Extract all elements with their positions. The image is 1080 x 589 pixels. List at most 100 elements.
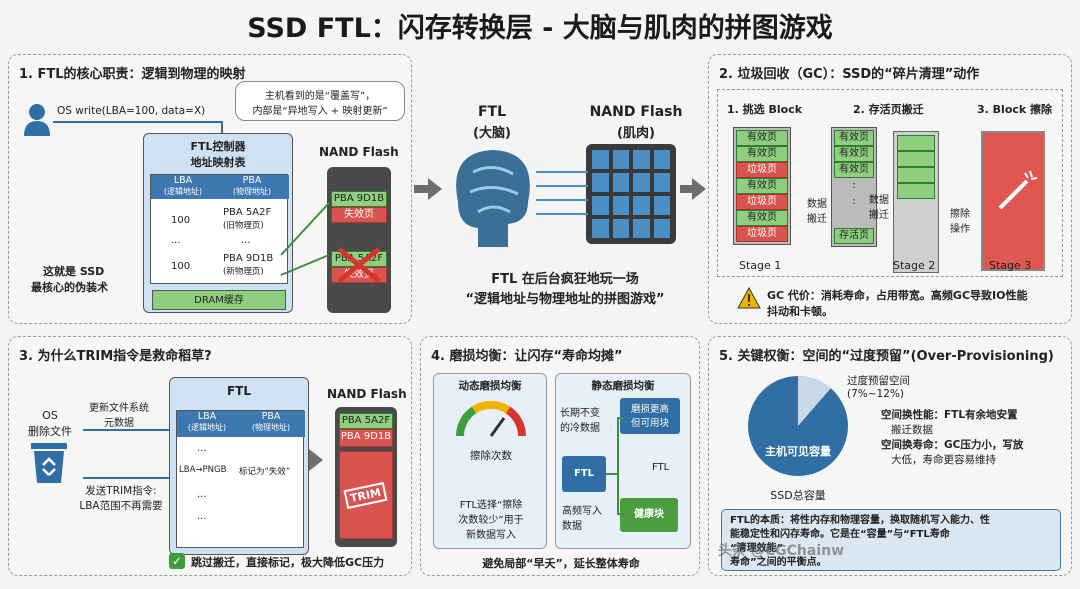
panel-op-heading: 5. 关键权衡：空间的“过度预留”(Over-Provisioning) [719,349,1054,364]
bubble-line-2: 内部是“异地写入 + 映射更新” [252,106,388,117]
watermark: 头条 @CGChainw [718,543,845,559]
trim-nand-label: NAND Flash [327,387,407,401]
gc-step-2: 2. 存活页搬迁 [853,103,924,116]
gc-step-1: 1. 挑选 Block [727,103,803,116]
row-dots-2: ... [241,235,251,246]
bullet-1: 空间换性能：FTL有余地安置搬迁数据 [881,409,1018,436]
dram-cache: DRAM缓存 [152,290,286,310]
dynamic-wear-box: 动态磨损均衡 擦除次数 FTL选择“擦除次数较少”用于新数据写入 [433,373,547,549]
trim-cmd-label: 发送TRIM指令:LBA范围不再需要 [79,485,163,512]
gc-page-3: 垃圾页 [736,162,788,178]
pba-header: PBA(物理地址) [215,175,289,199]
ftl-arrow-label: FTL [652,462,670,473]
trim-ftl-label: FTL [226,384,252,398]
ftl-controller-label: FTL控制器 [190,140,246,153]
wear-flow-arrows [606,417,624,515]
gc-cost-text-2: 抖动和卡顿。 [767,305,833,318]
arrow-right-2 [692,178,706,200]
host-capacity-label: 主机可见容量 [765,445,831,458]
trim-stamp: TRIM [339,451,393,539]
panel-gc: 2. 垃圾回收（GC）：SSD的“碎片清理”动作 1. 挑选 Block 2. … [708,54,1072,324]
panel-mapping-heading: 1. FTL的核心职责：逻辑到物理的映射 [19,67,246,82]
mid-nand-label: NAND Flash [589,104,683,120]
note-line-2: 最核心的伪装术 [31,281,108,294]
capacity-pie [748,375,848,476]
lba-header: LBA(逻辑地址) [151,175,215,199]
erase-count-label: 擦除次数 [470,450,512,462]
ssd-total-label: SSD总容量 [770,489,826,502]
panel-op: 5. 关键权衡：空间的“过度预留”(Over-Provisioning) 主机可… [708,336,1072,576]
note-line-1: 这就是 SSD [43,265,105,278]
gc-new-block [893,131,939,273]
gc-erase-label: 擦除 操作 [950,209,970,235]
warning-icon [737,286,761,313]
gc-move-label-2: 数据 搬迁 [869,195,889,221]
op-label: 过度预留空间(7%~12%) [847,375,910,400]
trim-ftl-box: FTL LBA(逻辑地址) PBA(物理地址) ... LBA→PNGB 标记为… [169,377,309,555]
ftl-box: FTL [562,456,606,492]
row1-pba: PBA 5A2F [223,207,272,218]
check-icon: ✓ [169,553,185,569]
nand-page-2: 失效页 [331,207,387,223]
row2-lba: 100 [171,261,191,272]
gc-page-6: 有效页 [736,210,788,226]
nand-label: NAND Flash [319,145,399,159]
arrow-bar-1 [414,185,430,193]
panel-mapping: 1. FTL的核心职责：逻辑到物理的映射 OS write(LBA=100, d… [8,54,412,324]
trim-table: LBA(逻辑地址) PBA(物理地址) ... LBA→PNGB 标记为“失效”… [176,410,305,548]
nand-grid-icon [586,144,676,244]
panel-trim: 3. 为什么TRIM指令是救命稻草? OS 删除文件 更新文件系统元数据 发送T… [8,336,412,576]
gc-stage-frame [717,89,1063,277]
worn-block: 磨损更高但可用块 [620,398,680,434]
arrow-right-1 [428,178,442,200]
panel-gc-heading: 2. 垃圾回收（GC）：SSD的“碎片清理”动作 [719,67,980,82]
trim-row-lba: LBA→PNGB [179,465,227,475]
arrow-line-down [221,121,223,137]
trim-arrow [309,449,323,471]
static-wear-box: 静态磨损均衡 长期不变的冷数据 磨损更高但可用块 FTL FTL 高频写入数据 … [555,373,691,549]
gc-erased-block [981,131,1045,271]
brain-icon [448,142,538,252]
gc-live-page-2: 有效页 [834,146,874,162]
summary-box: FTL的本质：将性内存和物理容量，换取随机写入能力、性能稳定性和闪存寿命。它是在… [721,509,1061,571]
gc-cost-text-1: GC 代价：消耗寿命，占用带宽。高频GC导致IO性能 [767,289,1028,302]
magic-wand-icon [998,170,1038,210]
invalid-cross-icon [337,247,381,283]
gc-step-3: 3. Block 擦除 [977,103,1053,116]
link-line-lower [83,477,169,479]
row-dots: ... [171,235,181,246]
os-write-label: OS write(LBA=100, data=X) [57,105,206,117]
gc-stage-3: Stage 3 [989,259,1032,272]
gc-page-2: 有效页 [736,146,788,162]
gc-live-page-1: 有效页 [834,130,874,146]
gc-page-7: 垃圾页 [736,226,788,242]
gc-live-page-3: 有效页 [834,162,874,178]
mapping-arrows [280,202,330,276]
wear-footer: 避免局部“早夭”，延长整体寿命 [482,557,640,570]
os-label: OS [42,409,58,422]
delete-file-label: 删除文件 [28,425,72,438]
mid-caption-2: “逻辑地址与物理地址的拼图游戏” [465,292,665,307]
link-line-upper [83,429,169,431]
arrow-bar-2 [680,185,694,193]
mid-nand-sub: (肌肉) [617,126,655,141]
hot-data-label: 高频写入数据 [562,506,602,532]
trim-page-1: PBA 5A2F [339,413,393,429]
row1-lba: 100 [171,215,191,226]
row2-note: (新物理页) [223,267,264,277]
dynamic-wear-label: 动态磨损均衡 [458,380,522,392]
cold-data-label: 长期不变的冷数据 [560,408,600,434]
thought-bubble: 主机看到的是“覆盖写”， 内部是“异地写入 + 映射更新” [235,81,405,121]
gc-page-1: 有效页 [736,130,788,146]
static-wear-label: 静态磨损均衡 [591,380,655,392]
gc-block-1: 有效页有效页垃圾页有效页垃圾页有效页垃圾页 [733,127,791,245]
trim-nand-chip: PBA 5A2F PBA 9D1B TRIM [335,407,397,547]
gc-block-2: 有效页 有效页 有效页 :: 存活页 [831,127,877,247]
mid-caption-1: FTL 在后台疯狂地玩一场 [491,272,639,287]
arrow-line [53,121,223,123]
dyn-desc: FTL选择“擦除次数较少”用于新数据写入 [458,500,524,541]
brain-nand-links [536,171,588,215]
gc-page-5: 垃圾页 [736,194,788,210]
gc-stage-2: Stage 2 [893,259,936,272]
panel-wear-heading: 4. 磨损均衡：让闪存“寿命均摊” [431,349,623,364]
